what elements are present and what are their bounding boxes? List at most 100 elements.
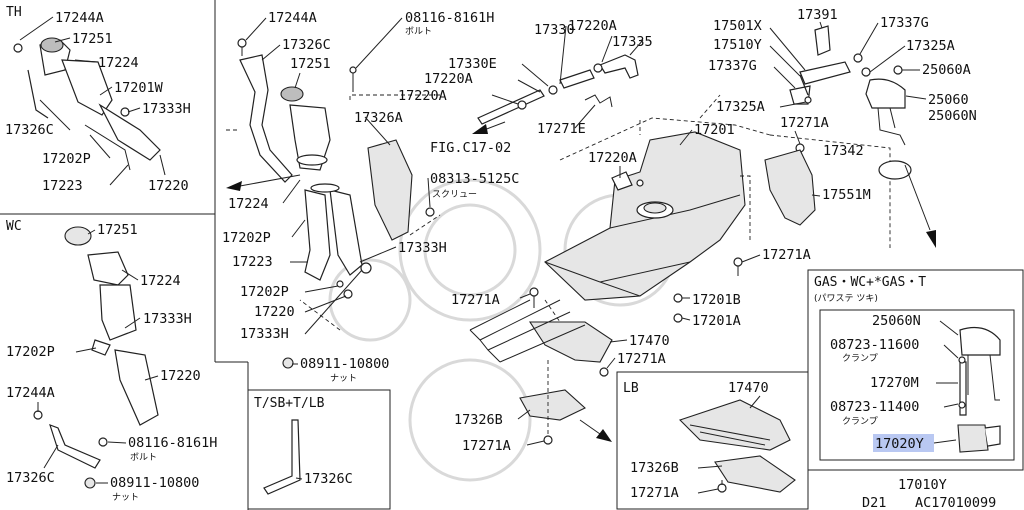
leader-line: [109, 164, 129, 186]
highlighted-part-box[interactable]: [873, 434, 934, 452]
leader-line: [877, 107, 906, 146]
main-label: 17220A: [568, 18, 617, 34]
leader-line: [127, 107, 141, 113]
part-shape: [593, 63, 603, 73]
leader-line: [245, 17, 267, 41]
th-label: 17202P: [42, 151, 91, 167]
main-clip-17391: [814, 25, 831, 56]
section-main: 17244A 08116-8161H ボルト 17326C 17251 1732…: [222, 7, 977, 454]
section-wc: WC 17251 17224 17333H 17202P 17220 17244…: [6, 219, 217, 503]
leader-line: [43, 444, 59, 469]
leader-line: [609, 194, 741, 229]
leader-line: [559, 117, 771, 161]
wc-jp-bolt: ボルト: [130, 452, 157, 463]
main-jp-screw: スクリュー: [432, 189, 477, 200]
part-shape: [282, 357, 294, 369]
part-shape: [296, 154, 328, 166]
part-shape: [529, 287, 539, 297]
main-cap: [280, 86, 304, 102]
part-shape: [819, 309, 1015, 461]
leader-line: [967, 354, 1000, 401]
part-shape: [543, 435, 553, 445]
section-lb: LB 17470 17326B 17271A: [623, 380, 796, 501]
wc-label: 08116-8161H: [128, 435, 217, 451]
leader-line: [769, 27, 806, 71]
th-label: 17201W: [114, 80, 164, 96]
wc-header: WC: [6, 219, 22, 234]
gas-pump-17020y: [957, 424, 989, 453]
main-label: 17326C: [282, 37, 331, 53]
leader-line: [606, 357, 616, 369]
main-label: 17224: [228, 196, 269, 212]
part-shape: [733, 257, 743, 267]
leader-line: [74, 59, 97, 63]
main-label: 17342: [823, 143, 864, 159]
main-label: 17325A: [716, 99, 765, 115]
th-header: TH: [6, 5, 22, 20]
main-label: 17201B: [692, 292, 741, 308]
main-label: 17271A: [762, 247, 811, 263]
wc-hose: [114, 349, 159, 426]
main-label: 17510Y: [713, 37, 762, 53]
part-shape: [673, 293, 683, 303]
part-shape: [336, 280, 344, 288]
gas-jp-clamp1: クランプ: [842, 353, 878, 364]
lb-protector-17470: [678, 399, 791, 451]
gas-subheader: (パワステ ツキ): [814, 293, 878, 304]
main-label: 17271A: [780, 115, 829, 131]
leader-line: [689, 424, 771, 446]
main-label: 08116-8161H: [405, 10, 494, 26]
leader-line: [87, 229, 96, 235]
gas-label-highlighted[interactable]: 17020Y: [875, 436, 924, 452]
leader-line: [107, 441, 127, 444]
main-protector-17551m: [764, 149, 816, 226]
leader-line: [609, 339, 628, 343]
leader-line: [355, 17, 403, 69]
leader-line: [697, 488, 719, 494]
lb-label: 17271A: [630, 485, 679, 501]
gas-sender-25060n: [959, 327, 1001, 356]
main-label: 17244A: [268, 10, 317, 26]
part-shape: [360, 262, 372, 274]
part-shape: [328, 258, 412, 342]
leader-line: [483, 121, 506, 131]
leader-line: [811, 194, 821, 197]
wc-label: 17326C: [6, 470, 55, 486]
leader-line: [933, 439, 957, 444]
leader-line: [359, 246, 397, 263]
main-label: 17220A: [398, 88, 447, 104]
leader-line: [427, 177, 431, 208]
main-jp-bolt: ボルト: [405, 26, 432, 37]
main-label: 17333H: [240, 326, 289, 342]
leader-line: [304, 295, 347, 313]
leader-line: [779, 101, 807, 108]
th-label: 17223: [42, 178, 83, 194]
main-tube-17335: [599, 54, 639, 79]
main-label: 17201A: [692, 313, 741, 329]
section-gas: GAS・WC+*GAS・T (パワステ ツキ) 25060N 08723-116…: [814, 275, 1001, 493]
leader-line: [291, 219, 306, 238]
part-shape: [799, 74, 809, 96]
main-hose-17510y: [799, 61, 851, 85]
footer-code: AC17010099: [915, 495, 996, 510]
leader-line: [19, 16, 54, 41]
leader-line: [904, 164, 931, 231]
leader-line: [905, 95, 927, 100]
part-shape: [984, 425, 1001, 447]
th-label: 17251: [72, 31, 113, 47]
footer: D21 AC17010099: [862, 495, 996, 510]
main-label: 17220A: [588, 150, 637, 166]
wc-jp-nut: ナット: [112, 492, 139, 503]
wc-filler-tube: [99, 284, 137, 341]
main-protector-17326b: [519, 389, 586, 421]
main-label: 25060: [928, 92, 969, 108]
leader-line: [819, 21, 823, 29]
part-shape: [84, 477, 96, 489]
th-label: 17224: [98, 55, 139, 71]
part-shape: [861, 67, 871, 77]
main-label: 17271E: [537, 121, 586, 137]
leader-line: [773, 66, 796, 89]
main-protector-17470: [528, 321, 613, 363]
part-shape: [893, 65, 903, 75]
